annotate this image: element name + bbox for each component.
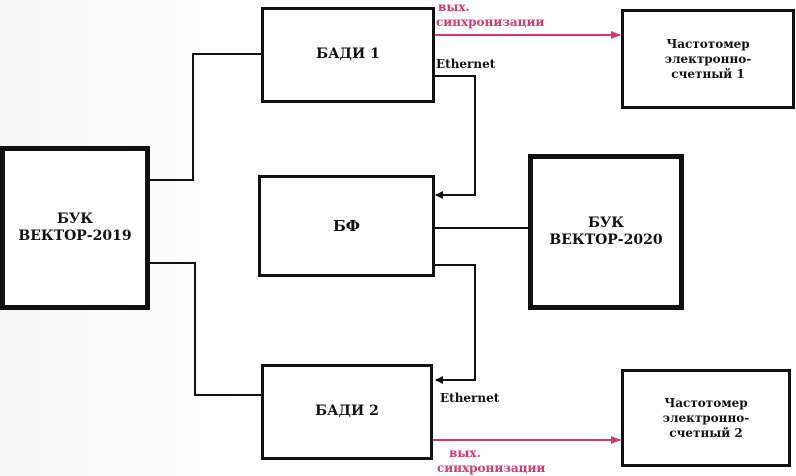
block-buk-vektor-2020-line2: ВЕКТОР-2020 bbox=[549, 232, 663, 248]
block-frequency-counter-1-line3: счетный 1 bbox=[671, 66, 745, 81]
block-bf-label: БФ bbox=[332, 216, 361, 235]
wire-buk2019-badi1 bbox=[148, 53, 262, 181]
block-bf: БФ bbox=[258, 175, 435, 277]
block-buk-vektor-2019-line2: ВЕКТОР-2019 bbox=[18, 228, 132, 244]
block-frequency-counter-1: Частотомер электронно- счетный 1 bbox=[621, 9, 795, 109]
block-badi-1: БАДИ 1 bbox=[261, 7, 435, 103]
label-ethernet-top: Ethernet bbox=[436, 57, 496, 71]
block-frequency-counter-1-line2: электронно- bbox=[664, 51, 752, 66]
block-buk-vektor-2020: БУК ВЕКТОР-2020 bbox=[528, 154, 684, 310]
block-frequency-counter-2-line3: счетный 2 bbox=[669, 425, 743, 440]
block-frequency-counter-2-line1: Частотомер bbox=[664, 395, 748, 410]
label-sync-top-line1: вых. bbox=[438, 0, 470, 14]
block-buk-vektor-2020-line1: БУК bbox=[587, 214, 625, 231]
wire-ethernet-badi1-bf bbox=[432, 75, 476, 199]
block-badi-2-label: БАДИ 2 bbox=[315, 403, 379, 420]
block-badi-1-label: БАДИ 1 bbox=[316, 46, 380, 63]
block-frequency-counter-2-line2: электронно- bbox=[662, 410, 750, 425]
block-frequency-counter-2: Частотомер электронно- счетный 2 bbox=[621, 369, 791, 467]
block-buk-vektor-2019-line1: БУК bbox=[56, 210, 94, 227]
label-sync-bottom-line2: синхронизации bbox=[437, 461, 546, 475]
label-ethernet-bottom: Ethernet bbox=[440, 391, 500, 405]
wire-buk2019-badi2 bbox=[148, 262, 262, 396]
block-frequency-counter-1-line1: Частотомер bbox=[666, 36, 750, 51]
label-sync-top-line2: синхронизации bbox=[436, 15, 545, 29]
label-sync-bottom-line1: вых. bbox=[449, 446, 481, 460]
block-badi-2: БАДИ 2 bbox=[261, 364, 433, 460]
wire-ethernet-bf-badi2 bbox=[432, 264, 476, 384]
block-buk-vektor-2019: БУК ВЕКТОР-2019 bbox=[0, 146, 150, 310]
